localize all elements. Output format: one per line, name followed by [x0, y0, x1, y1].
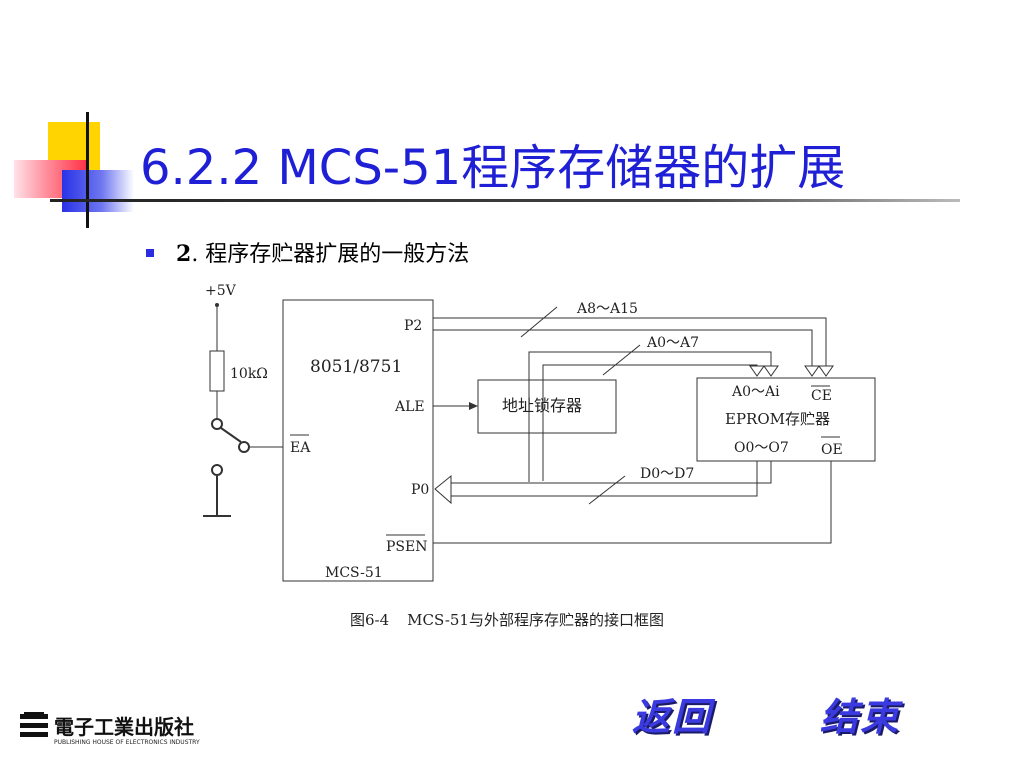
eprom-box — [696, 377, 876, 462]
publisher-logo-icon — [20, 712, 48, 737]
title-underline — [50, 199, 960, 202]
resistor — [209, 350, 225, 392]
caption-number: 图6-4 — [350, 611, 390, 629]
decor-blue-block — [62, 170, 134, 212]
back-button[interactable]: 返回 — [632, 695, 713, 739]
pin-p2: P2 — [404, 318, 422, 334]
end-button[interactable]: 结束 — [820, 695, 901, 739]
publisher-english-name: PUBLISHING HOUSE OF ELECTRONICS INDUSTRY — [54, 739, 200, 746]
pin-ea: EA — [290, 440, 311, 456]
resistor-label: 10kΩ — [230, 366, 268, 382]
mcu-box — [282, 299, 434, 582]
figure-caption: 图6-4 MCS-51与外部程序存贮器的接口框图 — [350, 609, 664, 630]
slide-title: 6.2.2 MCS-51程序存储器的扩展 — [140, 140, 846, 196]
eprom-data-label: O0～O7 — [734, 440, 789, 456]
eprom-addr-label: A0～Ai — [731, 384, 780, 400]
pin-psen: PSEN — [386, 539, 427, 555]
bus-label-high-addr: A8～A15 — [576, 301, 638, 317]
power-label: +5V — [205, 283, 237, 299]
bullet-item: 2. 程序存贮器扩展的一般方法 — [176, 236, 469, 268]
bullet-label: . 程序存贮器扩展的一般方法 — [191, 242, 470, 267]
eprom-oe-label: OE — [821, 442, 843, 458]
publisher-name: 電子工業出版社 — [54, 715, 194, 739]
bus-label-low-addr: A0～A7 — [646, 335, 699, 351]
pin-ale: ALE — [394, 399, 425, 415]
latch-box — [477, 379, 617, 434]
bullet-icon — [146, 249, 154, 257]
mcu-chip-label: MCS-51 — [325, 565, 383, 581]
bullet-number: 2 — [176, 241, 192, 267]
decor-vertical-line — [86, 112, 89, 228]
eprom-name: EPROM存贮器 — [725, 410, 830, 428]
bus-label-data: D0～D7 — [640, 466, 694, 482]
mcu-name: 8051/8751 — [310, 357, 402, 377]
caption-text: MCS-51与外部程序存贮器的接口框图 — [407, 611, 664, 629]
eprom-ce-label: CE — [811, 388, 832, 404]
pin-p0: P0 — [411, 482, 429, 498]
latch-label: 地址锁存器 — [502, 396, 582, 415]
